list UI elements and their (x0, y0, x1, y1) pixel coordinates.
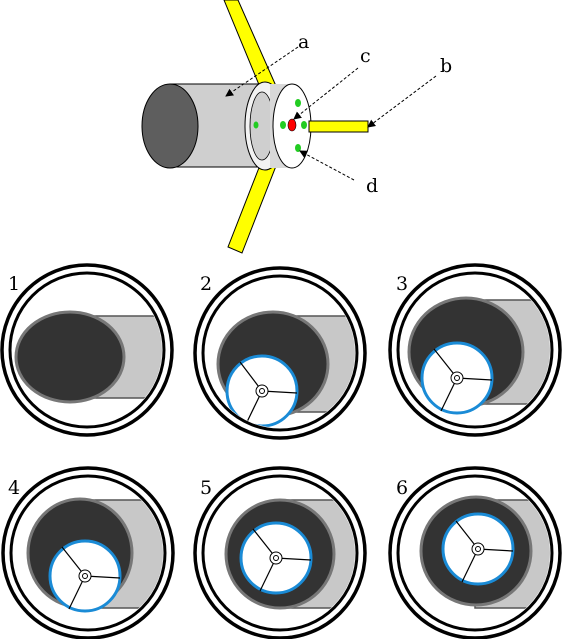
panel-number: 4 (8, 477, 20, 499)
label-b: b (440, 55, 452, 77)
panel-5: 5 (193, 466, 367, 639)
panel-2: 2 (193, 266, 367, 440)
center-hub (269, 551, 283, 565)
panel-1: 1 (0, 263, 174, 437)
center-hub (450, 371, 464, 385)
label-c: c (360, 45, 371, 67)
center-hub (255, 384, 269, 398)
leader-a (225, 46, 299, 97)
bore-opening (14, 310, 126, 404)
led-green (295, 99, 301, 107)
panel-number: 6 (396, 477, 408, 499)
center-hub (78, 569, 92, 583)
panel-number: 5 (200, 477, 212, 499)
leader-c (293, 67, 359, 120)
leader-d (299, 150, 355, 181)
panel-number: 1 (8, 273, 20, 295)
panel-number: 2 (200, 273, 212, 295)
cylinder-opening (141, 83, 199, 169)
center-hub (471, 542, 485, 556)
led-green (295, 144, 301, 152)
leader-b (367, 75, 437, 128)
led-green (301, 121, 307, 129)
led-green (253, 121, 259, 129)
panel-3: 3 (388, 263, 562, 437)
label-a: a (298, 31, 309, 53)
panel-6: 6 (388, 466, 562, 639)
label-d: d (366, 175, 378, 197)
front-rod (308, 120, 369, 133)
probe-illustration: a b c d (141, 0, 452, 254)
alignment-panels: 1 2 (0, 263, 562, 639)
lower-arm (227, 159, 277, 254)
panel-4: 4 (1, 466, 175, 639)
led-green (280, 121, 286, 129)
panel-number: 3 (396, 273, 408, 295)
upper-arm (223, 0, 277, 93)
led-red (287, 118, 297, 132)
